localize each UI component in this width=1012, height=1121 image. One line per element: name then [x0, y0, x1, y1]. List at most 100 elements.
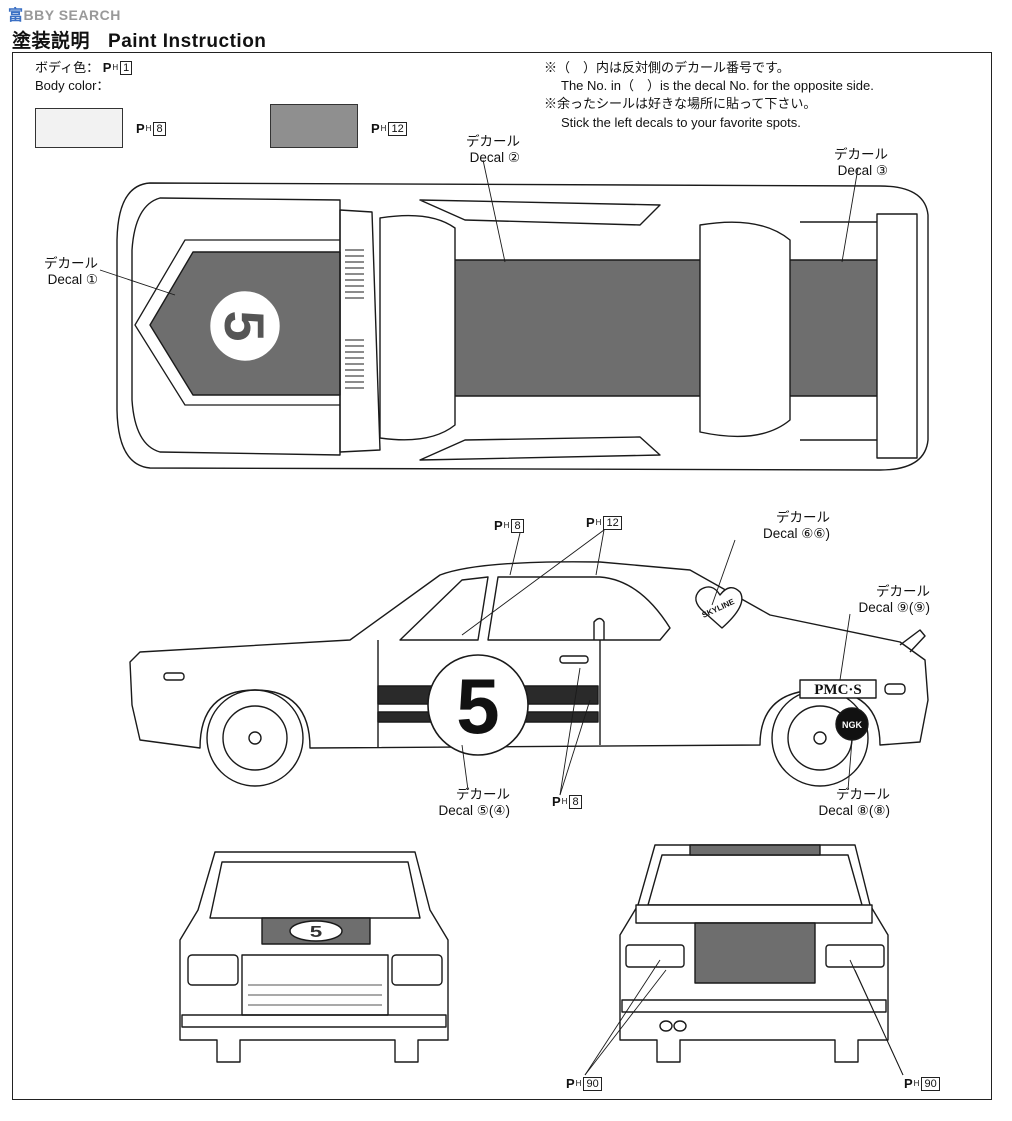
- pmcs-decal: PMC·S: [799, 679, 906, 699]
- decal-8-jp: デカール: [836, 787, 890, 802]
- callout-ph8-body-num: 8: [569, 794, 582, 809]
- callout-ph12-num: 12: [603, 515, 622, 530]
- side-view: 5 SKYLINE PMC·S NGK: [129, 561, 929, 787]
- decal-2-num: ②: [507, 150, 520, 165]
- rear-spoiler: [635, 904, 873, 924]
- logo-text: BBY SEARCH: [23, 7, 121, 23]
- rear-exhaust: [659, 1020, 687, 1032]
- ngk-decal: NGK: [835, 707, 869, 741]
- door-handle: [559, 655, 589, 664]
- rear-view: [619, 844, 889, 1063]
- body-color-label-jp: ボディ色：: [35, 60, 100, 75]
- decal-5-en: Decal: [438, 803, 474, 818]
- front-windshield: [209, 861, 421, 919]
- top-side-window-lower: [419, 436, 661, 461]
- cowl: [339, 209, 381, 453]
- front-number: 5: [310, 923, 323, 941]
- front-number-roundel: [289, 920, 343, 942]
- top-rear-window: [699, 221, 791, 438]
- ph-prefix: P: [102, 60, 112, 75]
- decal-5-jp: デカール: [456, 787, 510, 802]
- logo-glyph: 富: [8, 7, 24, 24]
- decal-5-num: ⑤(④): [476, 803, 510, 818]
- rear-center-stripe: [694, 922, 816, 984]
- decal-9-en: Decal: [858, 600, 894, 615]
- note-1: ※（ ）内は反対側のデカール番号です。: [544, 60, 790, 75]
- decal-3-en: Decal: [837, 163, 873, 178]
- hood-number: 5: [213, 310, 276, 341]
- rear-light-left: [625, 944, 685, 968]
- decal-1-num: ①: [85, 272, 98, 287]
- top-view: 5: [116, 182, 929, 471]
- rear-bumper: [621, 999, 887, 1013]
- title-en: Paint Instruction: [108, 31, 267, 52]
- side-rear-wing: [899, 629, 926, 653]
- skyline-decal: SKYLINE: [695, 586, 743, 629]
- decal-6-jp: デカール: [776, 510, 830, 525]
- ph-sub: H: [112, 63, 119, 72]
- callout-ph90-left-num: 90: [583, 1076, 602, 1091]
- swatch-ph12: [270, 104, 358, 148]
- side-window-front: [399, 576, 489, 641]
- rear-window: [647, 854, 863, 906]
- decal-3-num: ③: [875, 163, 888, 178]
- decal-6-num: ⑥⑥): [801, 526, 830, 541]
- svg-text:NGK: NGK: [842, 720, 863, 730]
- side-number: 5: [456, 662, 499, 750]
- leader-lines: [99, 159, 904, 1076]
- note-2: The No. in（ ）is the decal No. for the op…: [561, 78, 874, 93]
- front-bumper: [181, 1014, 447, 1028]
- swatch-ph12-number: 12: [388, 121, 407, 136]
- decal-9-num: ⑨(⑨): [896, 600, 930, 615]
- decal-1-jp: デカール: [44, 256, 98, 271]
- ph-number: 1: [120, 61, 133, 75]
- hood-number-roundel: [210, 291, 280, 361]
- rear-body-outline: [619, 844, 889, 1063]
- top-body-outline: [116, 182, 929, 471]
- side-mirror: [593, 617, 605, 640]
- front-grille-lines: [248, 984, 382, 1006]
- side-number-roundel: [427, 654, 529, 756]
- hood-chevron-outer: [134, 239, 340, 406]
- callout-ph8-roof-num: 8: [511, 518, 524, 533]
- decal-2-jp: デカール: [466, 134, 520, 149]
- front-headlight-left: [187, 954, 239, 986]
- note-4: Stick the left decals to your favorite s…: [561, 115, 801, 130]
- top-hood-inner: [131, 197, 341, 456]
- top-windshield: [379, 214, 456, 441]
- top-rear-spoiler: [876, 213, 918, 459]
- decal-9-jp: デカール: [876, 584, 930, 599]
- body-color-label-en: Body color：: [35, 78, 110, 93]
- note-3: ※余ったシールは好きな場所に貼って下さい。: [544, 96, 817, 111]
- decal-2-en: Decal: [469, 150, 505, 165]
- decal-6-en: Decal: [763, 526, 798, 541]
- decal-8-num: ⑧(⑧): [856, 803, 890, 818]
- body-stripe-top: [451, 259, 903, 397]
- svg-text:PMC·S: PMC·S: [814, 682, 862, 698]
- instruction-frame: [12, 52, 992, 1100]
- site-logo: 富BBY SEARCH: [8, 4, 121, 25]
- decal-8-en: Decal: [818, 803, 854, 818]
- decal-1-en: Decal: [47, 272, 83, 287]
- front-wheel: [206, 689, 304, 787]
- cowl-vents: [345, 249, 364, 389]
- decal-3-jp: デカール: [834, 147, 888, 162]
- front-headlight-right: [391, 954, 443, 986]
- top-side-window-upper: [419, 199, 661, 226]
- side-marker-front: [163, 672, 185, 681]
